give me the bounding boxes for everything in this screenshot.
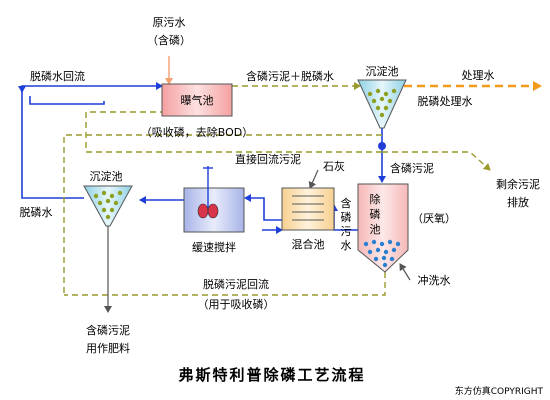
flush-water-line [399, 263, 411, 281]
svg-text:除: 除 [370, 192, 381, 206]
direct-return-sludge-line [382, 151, 491, 171]
phos-sewage-vertical-label: 含 磷 污 水 [341, 196, 352, 252]
clarifier-left-label: 沉淀池 [90, 169, 123, 183]
mixer-impeller-icon [197, 203, 219, 219]
lime-feed-line [308, 169, 319, 189]
excess-sludge-label: 剩余污泥 [496, 177, 540, 191]
dephos-return-loop-line [63, 134, 382, 295]
treated-water-label: 处理水 [462, 69, 495, 82]
raw-sewage-sub-label: （含磷） [147, 33, 191, 47]
raw-sewage-label: 原污水 [153, 16, 186, 29]
diagram-title: 弗斯特利普除磷工艺流程 [178, 366, 365, 384]
pump-circle-icon [378, 142, 386, 150]
direct-return-sludge-label: 直接回流污泥 [235, 152, 301, 166]
aeration-note-label: （吸收磷，去除BOD） [141, 125, 253, 139]
svg-text:池: 池 [370, 223, 381, 236]
mixing-tank-label: 混合池 [292, 237, 325, 251]
svg-text:污: 污 [341, 225, 352, 238]
slow-mixing-tank [183, 166, 245, 233]
excess-sludge-sub-label: 排放 [507, 195, 529, 209]
funnel-clarifier-icon [357, 79, 407, 129]
dephos-tank [357, 183, 409, 273]
mixing-tank [281, 187, 335, 231]
dephos-sludge-return-line [64, 272, 386, 296]
fertilizer-sub-label: 用作肥料 [86, 341, 130, 355]
dephos-water-return-top-line [21, 82, 163, 90]
dephos-tank-vertical-label: 除 磷 池 [370, 192, 381, 236]
flush-water-label: 冲洗水 [418, 273, 451, 287]
dephos-water-label: 脱磷水 [20, 205, 53, 219]
svg-text:磷: 磷 [341, 211, 352, 224]
clarifier-top-label: 沉淀池 [366, 64, 399, 78]
lime-label: 石灰 [323, 159, 345, 173]
dephos-treated-water-label: 脱磷处理水 [418, 94, 473, 108]
dephos-water-return-inner-line [29, 96, 105, 105]
svg-text:含: 含 [341, 196, 352, 210]
aeration-tank [161, 83, 233, 117]
phos-sludge-label: 含磷污泥 [390, 161, 434, 175]
svg-text:磷: 磷 [370, 208, 381, 221]
dephos-sludge-return-sub-label: （用于吸收磷） [198, 297, 275, 311]
funnel-clarifier-icon [83, 185, 133, 227]
slow-mixing-label: 缓速搅拌 [192, 240, 236, 254]
phos-sludge-plus-water-label: 含磷污泥＋脱磷水 [246, 69, 334, 83]
anaerobic-label: （厌氧） [412, 211, 456, 225]
copyright-text: 东方仿真COPYRIGHT [455, 385, 544, 397]
aeration-tank-label: 曝气池 [181, 93, 214, 107]
mixing-to-slow-line [244, 194, 284, 221]
dephos-sludge-return-label: 脱磷污泥回流 [203, 277, 269, 291]
dephos-water-return-label: 脱磷水回流 [30, 69, 85, 83]
fertilizer-label: 含磷污泥 [86, 323, 130, 337]
svg-text:水: 水 [341, 239, 352, 252]
